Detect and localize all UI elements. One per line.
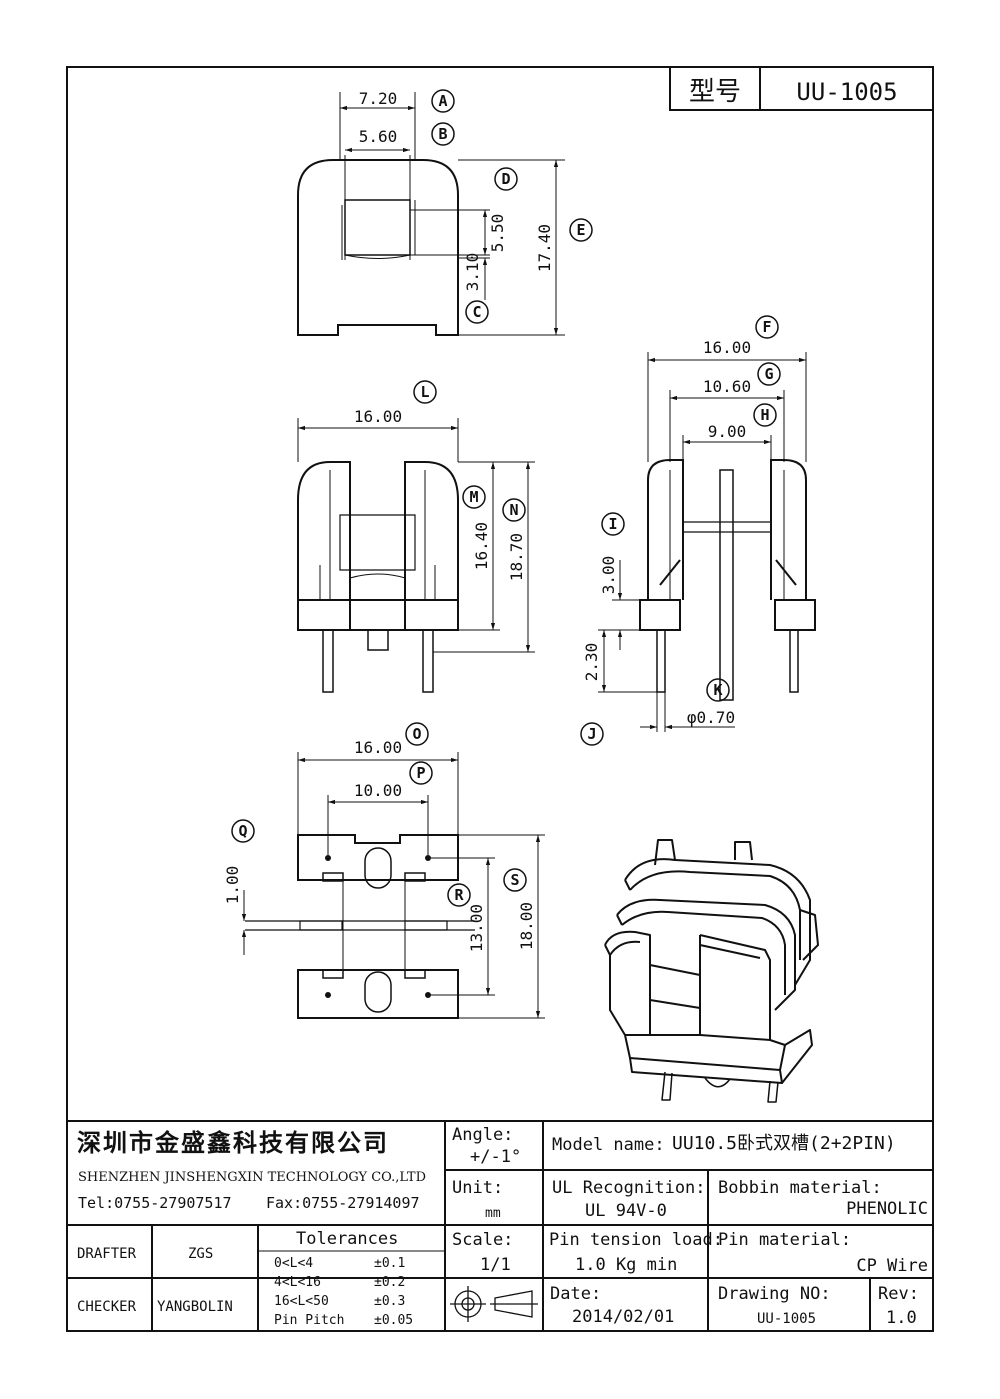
- tolerance-value-3: ±0.3: [374, 1294, 406, 1309]
- marker-i: I: [608, 515, 617, 533]
- dim-b-value: 5.60: [359, 127, 398, 146]
- dimension-markers: [231, 89, 781, 907]
- marker-a: A: [438, 92, 447, 110]
- title-block-grid: [67, 1120, 933, 1331]
- drawing-no-value: UU-1005: [757, 1311, 817, 1327]
- angle-value: +/-1°: [470, 1147, 522, 1167]
- bobbin-material-value: PHENOLIC: [846, 1199, 928, 1219]
- marker-q: Q: [238, 822, 247, 840]
- isometric-view: [604, 839, 819, 1103]
- dim-l-value: 16.00: [354, 407, 402, 426]
- unit-value: mm: [485, 1206, 501, 1221]
- bobbin-material-label: Bobbin material:: [718, 1178, 882, 1198]
- tolerance-value-2: ±0.2: [374, 1275, 406, 1290]
- model-box: [669, 67, 933, 111]
- date-value: 2014/02/01: [572, 1307, 675, 1327]
- tolerance-range-3: 16<L<50: [274, 1294, 329, 1309]
- marker-b: B: [438, 125, 447, 143]
- tolerance-range-2: 4<L<16: [274, 1275, 321, 1290]
- dim-h-value: 9.00: [708, 422, 747, 441]
- pin-material-value: CP Wire: [856, 1256, 928, 1276]
- dim-m-value: 16.40: [472, 522, 491, 570]
- company-fax: Fax:0755-27914097: [266, 1194, 420, 1212]
- projection-symbol: [450, 1286, 538, 1322]
- front-view-dims: [297, 418, 535, 653]
- company-tel: Tel:0755-27907517: [78, 1194, 232, 1212]
- bottom-view: [245, 834, 475, 1019]
- marker-l: L: [420, 383, 429, 401]
- marker-d: D: [501, 170, 510, 188]
- marker-k: K: [713, 681, 722, 699]
- date-label: Date:: [550, 1284, 602, 1304]
- bottom-view-dims: [241, 752, 545, 1019]
- drafter-label: DRAFTER: [77, 1246, 137, 1262]
- ul-label: UL Recognition:: [552, 1178, 706, 1198]
- checker-label: CHECKER: [77, 1299, 137, 1315]
- dim-r-value: 13.00: [467, 904, 486, 952]
- dim-p-value: 10.00: [354, 781, 402, 800]
- pin-material-label: Pin material:: [718, 1230, 852, 1250]
- tolerances-title: Tolerances: [296, 1229, 399, 1249]
- model-name-value: UU10.5卧式双槽(2+2PIN): [672, 1133, 896, 1154]
- bottom-view-holes: [325, 855, 431, 998]
- marker-e: E: [576, 221, 585, 239]
- marker-n: N: [509, 501, 518, 519]
- rev-label: Rev:: [878, 1284, 919, 1304]
- side-view-dims: [598, 352, 807, 732]
- dim-d-value: 5.50: [488, 214, 507, 253]
- drafter-value: ZGS: [188, 1246, 214, 1262]
- tolerance-range-4: Pin Pitch: [274, 1313, 345, 1328]
- checker-value: YANGBOLIN: [157, 1299, 233, 1315]
- top-view-dims: [339, 92, 565, 336]
- marker-j: J: [587, 725, 596, 743]
- angle-label: Angle:: [452, 1125, 514, 1145]
- marker-c: C: [472, 303, 481, 321]
- unit-label: Unit:: [452, 1178, 504, 1198]
- dim-f-value: 16.00: [703, 338, 751, 357]
- marker-s: S: [510, 871, 519, 889]
- scale-label: Scale:: [452, 1230, 514, 1250]
- dim-s-value: 18.00: [517, 902, 536, 950]
- marker-m: M: [469, 488, 478, 506]
- marker-f: F: [762, 318, 771, 336]
- sheet-border: [66, 66, 934, 1332]
- model-box-label: 型号: [689, 77, 741, 107]
- tolerance-range-1: 0<L<4: [274, 1256, 314, 1271]
- top-view: [297, 155, 459, 336]
- dim-o-value: 16.00: [354, 738, 402, 757]
- marker-r: R: [454, 886, 464, 904]
- pin-tension-value: 1.0 Kg min: [575, 1255, 678, 1275]
- tolerance-value-4: ±0.05: [374, 1313, 414, 1328]
- marker-o: O: [412, 725, 421, 743]
- side-view: [639, 459, 816, 701]
- model-box-value: UU-1005: [796, 78, 897, 106]
- dim-g-value: 10.60: [703, 377, 751, 396]
- tolerance-value-1: ±0.1: [374, 1256, 406, 1271]
- dim-k-value: φ0.70: [687, 708, 735, 727]
- scale-value: 1/1: [480, 1255, 511, 1275]
- company-name-en: SHENZHEN JINSHENGXIN TECHNOLOGY CO.,LTD: [78, 1170, 426, 1185]
- pin-tension-label: Pin tension load:: [549, 1230, 723, 1250]
- dim-q-value: 1.00: [223, 866, 242, 905]
- model-name-label: Model name:: [552, 1135, 665, 1155]
- ul-value: UL 94V-0: [585, 1201, 667, 1221]
- drawing-no-label: Drawing NO:: [718, 1284, 831, 1304]
- marker-g: G: [764, 365, 773, 383]
- rev-value: 1.0: [886, 1308, 917, 1328]
- marker-letters: A B C D E F G H I J K L M N O P Q R S: [238, 92, 773, 904]
- front-view: [297, 461, 459, 693]
- dim-n-value: 18.70: [507, 533, 526, 581]
- dim-a-value: 7.20: [359, 89, 398, 108]
- dim-i-value: 3.00: [599, 556, 618, 595]
- dim-j-value: 2.30: [582, 643, 601, 682]
- company-name-cn: 深圳市金盛鑫科技有限公司: [77, 1128, 389, 1157]
- dim-e-value: 17.40: [535, 224, 554, 272]
- marker-p: P: [416, 764, 425, 782]
- marker-h: H: [760, 406, 769, 424]
- dim-c-value: 3.10: [463, 253, 482, 292]
